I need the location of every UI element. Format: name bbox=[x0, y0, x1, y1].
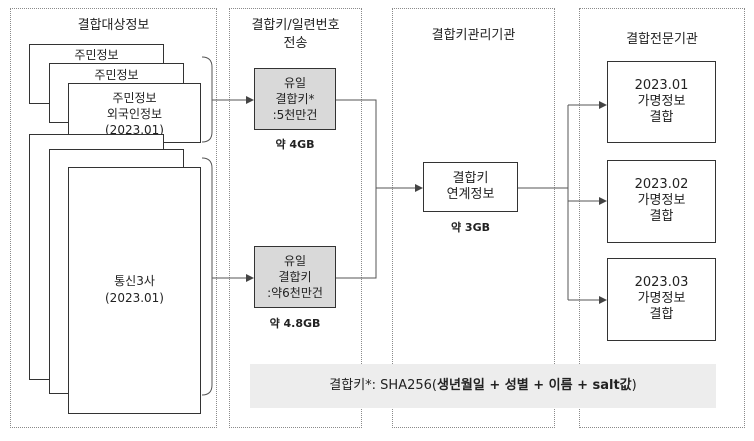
key1-line2: 결합키* bbox=[275, 92, 315, 106]
out2-line3: 결합 bbox=[649, 209, 674, 224]
linkage-line2: 연계정보 bbox=[446, 187, 495, 202]
telecom-line1: 통신3사 bbox=[114, 274, 155, 288]
key2-line2: 결합키 bbox=[278, 270, 312, 284]
resident-box-back-label: 주민정보 bbox=[74, 48, 119, 62]
key2-line1: 유일 bbox=[283, 254, 307, 268]
bracket-telecom bbox=[201, 157, 213, 396]
combine-box-2023-02: 2023.02 가명정보 결합 bbox=[607, 160, 716, 243]
column-source bbox=[10, 8, 217, 428]
out2-line2: 가명정보 bbox=[637, 193, 686, 208]
linkage-size: 약 3GB bbox=[450, 221, 491, 234]
combine-box-2023-01: 2023.01 가명정보 결합 bbox=[607, 61, 716, 143]
out3-line1: 2023.03 bbox=[634, 275, 689, 290]
out2-line1: 2023.02 bbox=[634, 177, 689, 192]
unique-key-box-2: 유일 결합키 :약6천만건 bbox=[254, 246, 336, 308]
note-suffix: ) bbox=[631, 378, 637, 393]
column-title-transfer-line1: 결합키/일련번호 bbox=[251, 18, 340, 33]
linkage-info-box: 결합키 연계정보 bbox=[423, 162, 518, 212]
bracket-resident bbox=[201, 56, 213, 143]
out1-line2: 가명정보 bbox=[637, 94, 686, 109]
out1-line1: 2023.01 bbox=[634, 78, 689, 93]
column-title-manager: 결합키관리기관 bbox=[431, 28, 516, 43]
key2-size: 약 4.8GB bbox=[269, 317, 321, 330]
column-title-source: 결합대상정보 bbox=[77, 18, 150, 33]
column-expert bbox=[579, 8, 745, 428]
column-title-expert: 결합전문기관 bbox=[626, 32, 698, 47]
unique-key-box-1: 유일 결합키* :5천만건 bbox=[254, 68, 336, 130]
column-transfer bbox=[229, 8, 362, 428]
column-title-transfer-line2: 전송 bbox=[283, 36, 308, 51]
key1-size: 약 4GB bbox=[275, 138, 315, 151]
telecom-box-front bbox=[68, 167, 201, 414]
telecom-line2: (2023.01) bbox=[105, 291, 164, 305]
key1-line1: 유일 bbox=[283, 76, 307, 90]
note-bold: 생년월일 + 성별 + 이름 + salt값 bbox=[436, 378, 632, 393]
out3-line2: 가명정보 bbox=[637, 291, 686, 306]
out1-line3: 결합 bbox=[649, 110, 674, 125]
combine-box-2023-03: 2023.03 가명정보 결합 bbox=[607, 258, 716, 341]
column-manager bbox=[392, 8, 555, 428]
key2-line3: :약6천만건 bbox=[267, 286, 323, 300]
combine-key-footnote: 결합키*: SHA256(생년월일 + 성별 + 이름 + salt값) bbox=[250, 364, 716, 408]
linkage-line1: 결합키 bbox=[452, 171, 489, 186]
resident-front-line1: 주민정보 bbox=[112, 91, 157, 105]
resident-box-front bbox=[68, 83, 201, 143]
out3-line3: 결합 bbox=[649, 307, 674, 322]
resident-box-middle-label: 주민정보 bbox=[94, 68, 139, 82]
note-prefix: 결합키*: SHA256( bbox=[329, 378, 437, 393]
key1-line3: :5천만건 bbox=[272, 108, 318, 122]
resident-front-line3: (2023.01) bbox=[105, 123, 164, 137]
resident-front-line2: 외국인정보 bbox=[106, 107, 163, 121]
